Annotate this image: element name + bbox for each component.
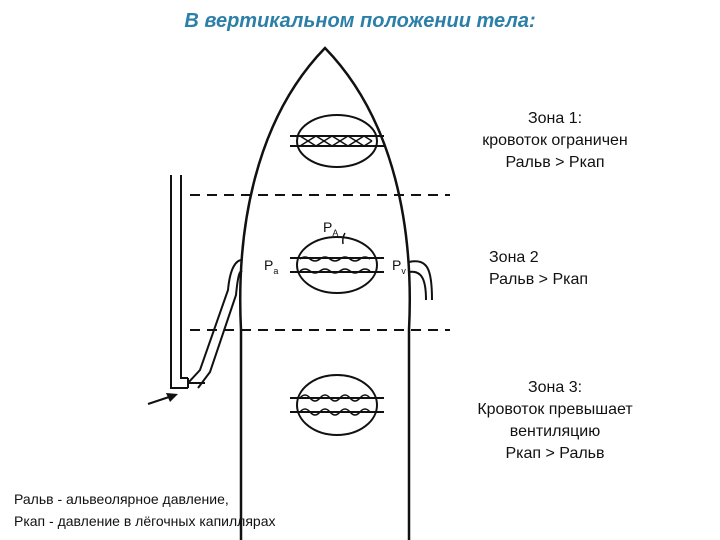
flow-arrow xyxy=(148,393,178,404)
arterial-pressure-label: Pa xyxy=(264,257,278,276)
zone-3-line-2: Кровоток превышает xyxy=(455,399,655,421)
zone-1-description: Зона 1: кровоток ограничен Ральв > Ркап xyxy=(455,108,655,174)
zone-1-line-3: Ральв > Ркап xyxy=(455,152,655,174)
zone-2-line-2: Ральв > Ркап xyxy=(489,269,588,291)
zone-3-line-3: вентиляцию xyxy=(455,421,655,443)
zone-3-heading: Зона 3: xyxy=(455,377,655,399)
zone-2-heading: Зона 2 xyxy=(489,247,588,269)
alveolar-pressure-label: PA xyxy=(323,219,338,238)
manometer-tube xyxy=(171,175,242,388)
venous-pressure-label: Pv xyxy=(392,257,406,276)
zone-3-description: Зона 3: Кровоток превышает вентиляцию Рк… xyxy=(455,377,655,465)
legend-capillary: Ркап - давление в лёгочных капиллярах xyxy=(14,510,275,532)
legend-alveolar: Ральв - альвеолярное давление, xyxy=(14,488,275,510)
zone-2-description: Зона 2 Ральв > Ркап xyxy=(489,247,588,291)
alveolus-zone-1 xyxy=(290,115,384,167)
legend: Ральв - альвеолярное давление, Ркап - да… xyxy=(14,488,275,532)
alveolus-zone-2 xyxy=(290,233,384,293)
zone-1-line-2: кровоток ограничен xyxy=(455,130,655,152)
zone-3-line-4: Ркап > Ральв xyxy=(455,443,655,465)
zone-1-heading: Зона 1: xyxy=(455,108,655,130)
venous-outflow xyxy=(409,261,432,300)
alveolus-zone-3 xyxy=(290,375,384,435)
lung-outline xyxy=(240,48,410,540)
